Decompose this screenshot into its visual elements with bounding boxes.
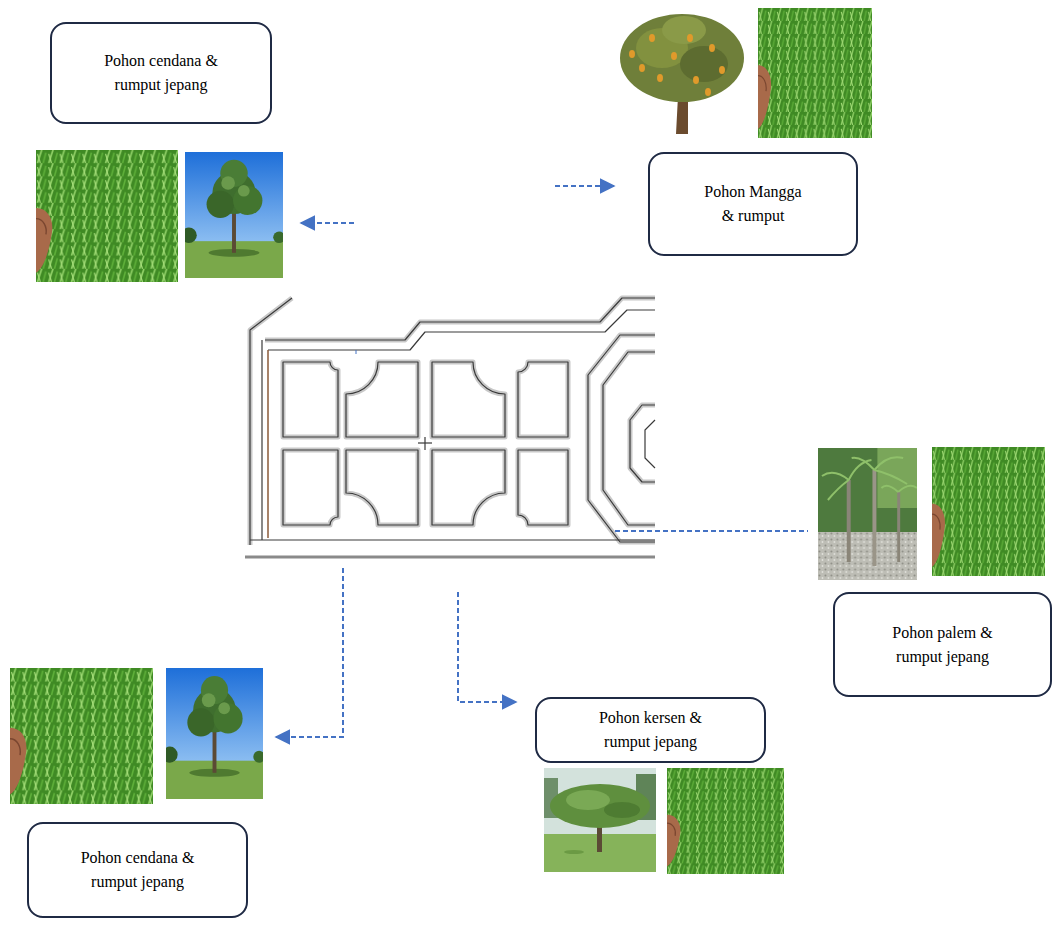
text-box: Pohon palem & rumput jepang [833, 592, 1052, 697]
kersen-tree-photo [544, 768, 656, 872]
tree-photo [181, 152, 285, 278]
leader-arrows [276, 186, 808, 737]
grass-photo [667, 768, 784, 874]
box-label: Pohon Mangga & rumput [701, 180, 805, 228]
grass-photo [36, 150, 178, 282]
text-box: Pohon Mangga & rumput [648, 152, 858, 256]
box-label: Pohon kersen & rumput jepang [586, 706, 716, 754]
mango-tree-picture [620, 14, 744, 134]
tree-photo [162, 668, 265, 799]
text-box: Pohon cendana & rumput jepang [50, 22, 272, 124]
palm-photo [818, 448, 917, 580]
grass-photo [758, 8, 872, 138]
text-box: Pohon kersen & rumput jepang [535, 697, 766, 763]
grass-photo [932, 447, 1045, 576]
floor-plan [245, 298, 655, 558]
box-label: Pohon cendana & rumput jepang [91, 49, 231, 97]
box-label: Pohon cendana & rumput jepang [68, 846, 208, 894]
grass-photo [10, 668, 153, 804]
box-label: Pohon palem & rumput jepang [878, 621, 1008, 669]
text-box: Pohon cendana & rumput jepang [27, 822, 248, 918]
